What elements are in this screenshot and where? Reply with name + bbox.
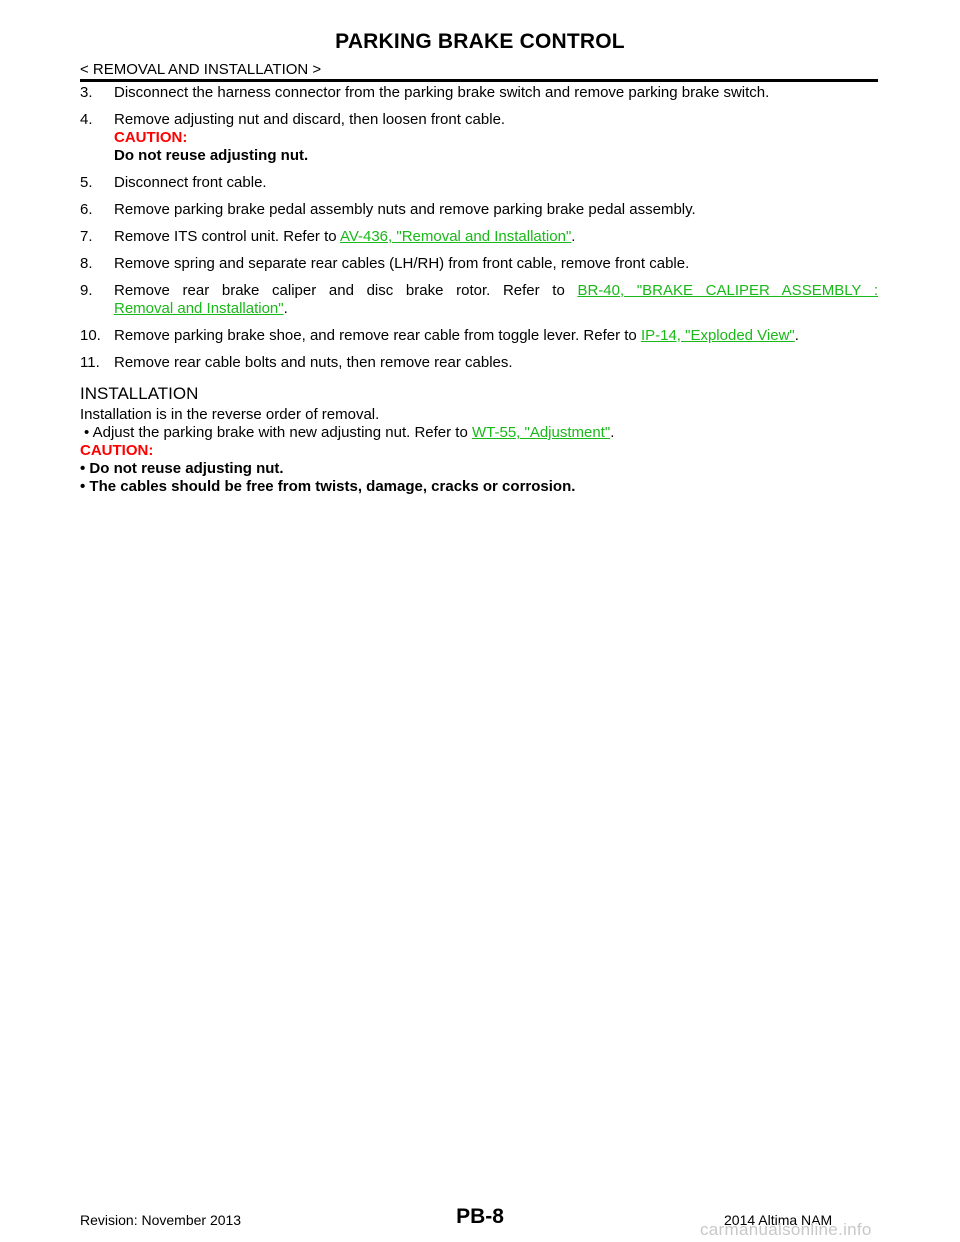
step-number: 7.: [80, 228, 93, 245]
header-rule: [80, 79, 878, 82]
bullet-text: • Adjust the parking brake with new adju…: [84, 424, 472, 441]
step-text-line: Remove rear brake caliper and disc brake…: [114, 282, 878, 300]
step-number: 6.: [80, 201, 93, 218]
step-text: Remove parking brake pedal assembly nuts…: [114, 201, 696, 218]
step-text: Remove parking brake shoe, and remove re…: [114, 327, 641, 344]
reference-link[interactable]: IP-14, "Exploded View": [640, 327, 795, 344]
caution-label: CAUTION:: [80, 442, 154, 459]
step-text: Remove rear cable bolts and nuts, then r…: [114, 354, 513, 371]
step-11: 11. Remove rear cable bolts and nuts, th…: [80, 354, 878, 372]
vehicle-model: 2014 Altima NAM: [724, 1212, 833, 1228]
step-text: Remove adjusting nut and discard, then l…: [114, 111, 506, 128]
installation-intro: Installation is in the reverse order of …: [80, 406, 380, 423]
step-number: 4.: [80, 111, 93, 128]
caution-text: Do not reuse adjusting nut.: [114, 147, 309, 164]
step-10: 10. Remove parking brake shoe, and remov…: [80, 327, 878, 345]
step-text-line: Removal and Installation".: [114, 300, 878, 318]
reference-link[interactable]: AV-436, "Removal and Installation": [339, 228, 572, 245]
step-number: 8.: [80, 255, 93, 272]
step-5: 5. Disconnect front cable.: [80, 174, 878, 192]
step-punctuation: .: [283, 300, 288, 317]
reference-link[interactable]: BR-40, "BRAKE CALIPER ASSEMBLY :: [577, 282, 878, 299]
step-text: Remove rear brake caliper and disc brake…: [114, 282, 578, 299]
caution-label: CAUTION:: [114, 129, 188, 146]
reference-link[interactable]: WT-55, "Adjustment": [471, 424, 611, 441]
step-3: 3. Disconnect the harness connector from…: [80, 84, 878, 102]
watermark: carmanualsonline.info: [700, 1220, 872, 1239]
step-text: Remove ITS control unit. Refer to: [114, 228, 340, 245]
step-number: 3.: [80, 84, 93, 101]
caution-item: • Do not reuse adjusting nut.: [80, 460, 284, 477]
reference-link-continued[interactable]: Removal and Installation": [114, 300, 284, 317]
installation-bullet: • Adjust the parking brake with new adju…: [80, 424, 878, 442]
step-7: 7. Remove ITS control unit. Refer to AV-…: [80, 228, 878, 246]
step-6: 6. Remove parking brake pedal assembly n…: [80, 201, 878, 219]
step-4: 4. Remove adjusting nut and discard, the…: [80, 111, 878, 165]
step-punctuation: .: [571, 228, 576, 245]
step-text: Disconnect front cable.: [114, 174, 267, 191]
main-content: 3. Disconnect the harness connector from…: [80, 84, 878, 496]
step-text: Remove spring and separate rear cables (…: [114, 255, 690, 272]
step-text: Disconnect the harness connector from th…: [114, 84, 770, 101]
page-title: PARKING BRAKE CONTROL: [335, 30, 625, 53]
step-number: 10.: [80, 327, 101, 344]
page-number: PB-8: [456, 1205, 504, 1228]
revision-date: Revision: November 2013: [80, 1212, 242, 1228]
step-number: 5.: [80, 174, 93, 191]
step-number: 9.: [80, 282, 93, 299]
installation-heading: INSTALLATION: [80, 384, 199, 403]
bullet-punctuation: .: [610, 424, 615, 441]
step-punctuation: .: [794, 327, 799, 344]
step-number: 11.: [80, 354, 100, 371]
caution-item: • The cables should be free from twists,…: [80, 478, 576, 495]
step-9: 9. Remove rear brake caliper and disc br…: [80, 282, 878, 318]
step-8: 8. Remove spring and separate rear cable…: [80, 255, 878, 273]
breadcrumb: < REMOVAL AND INSTALLATION >: [80, 61, 322, 78]
